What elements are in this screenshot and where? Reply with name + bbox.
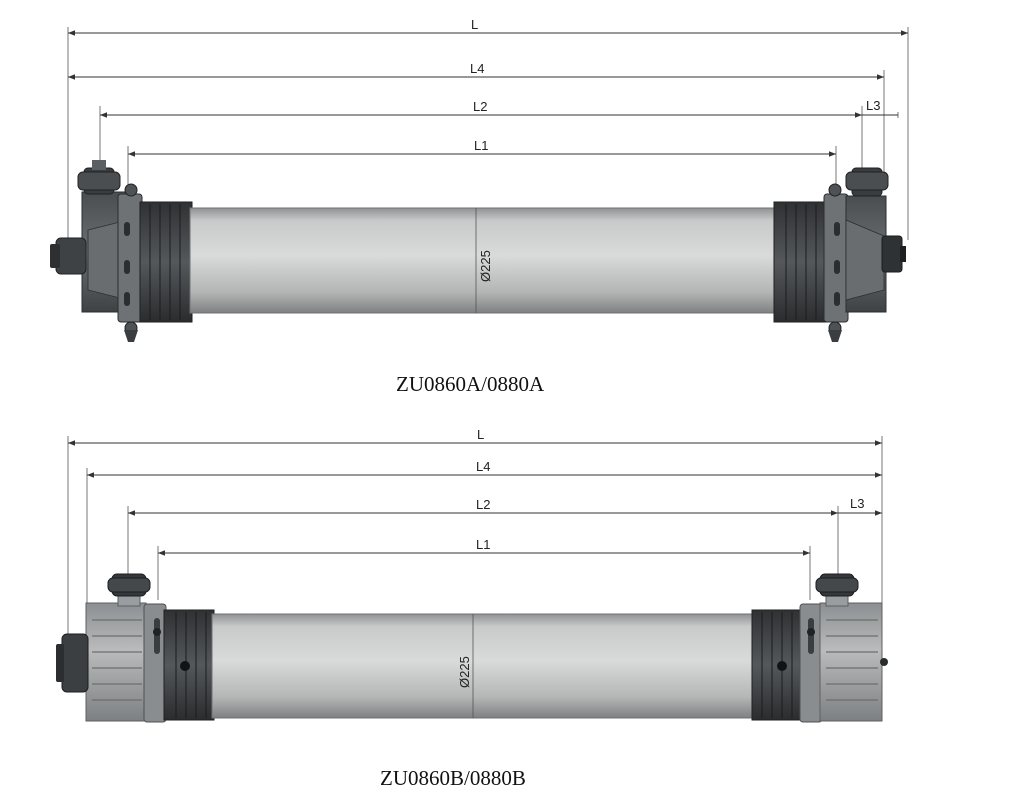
dim-label-L: L	[471, 17, 478, 32]
membrane-tube-a	[189, 207, 777, 314]
dim-label-L2-b: L2	[476, 497, 490, 512]
diameter-label-b: Ø225	[457, 656, 472, 688]
model-label-a: ZU0860A/0880A	[396, 372, 545, 396]
dim-label-L1-b: L1	[476, 537, 490, 552]
diameter-label-a: Ø225	[478, 250, 493, 282]
extension-lines-b	[67, 436, 883, 640]
membrane-tube-b	[211, 613, 755, 719]
dim-label-L3-b: L3	[850, 496, 864, 511]
left-end-housing-a	[50, 160, 143, 342]
dim-label-L3: L3	[866, 98, 880, 113]
dimension-lines-a	[68, 30, 908, 157]
left-end-cap-b	[163, 609, 215, 721]
right-end-housing-b	[799, 573, 888, 723]
left-end-cap-a	[139, 201, 193, 323]
right-end-cap-b	[751, 609, 803, 721]
left-end-housing-b	[56, 573, 167, 723]
dimension-lines-b	[68, 440, 882, 556]
diagram-a: L L4 L2 L3 L1	[50, 17, 909, 342]
model-label-b: ZU0860B/0880B	[380, 766, 526, 790]
right-end-cap-a	[773, 201, 827, 323]
dim-label-L4-b: L4	[476, 459, 490, 474]
dim-label-L1: L1	[474, 138, 488, 153]
dim-label-L-b: L	[477, 427, 484, 442]
dim-label-L2: L2	[473, 99, 487, 114]
diagram-b: L L4 L2 L3 L1	[56, 427, 888, 723]
dim-label-L4: L4	[470, 61, 484, 76]
right-end-housing-a	[823, 167, 906, 342]
